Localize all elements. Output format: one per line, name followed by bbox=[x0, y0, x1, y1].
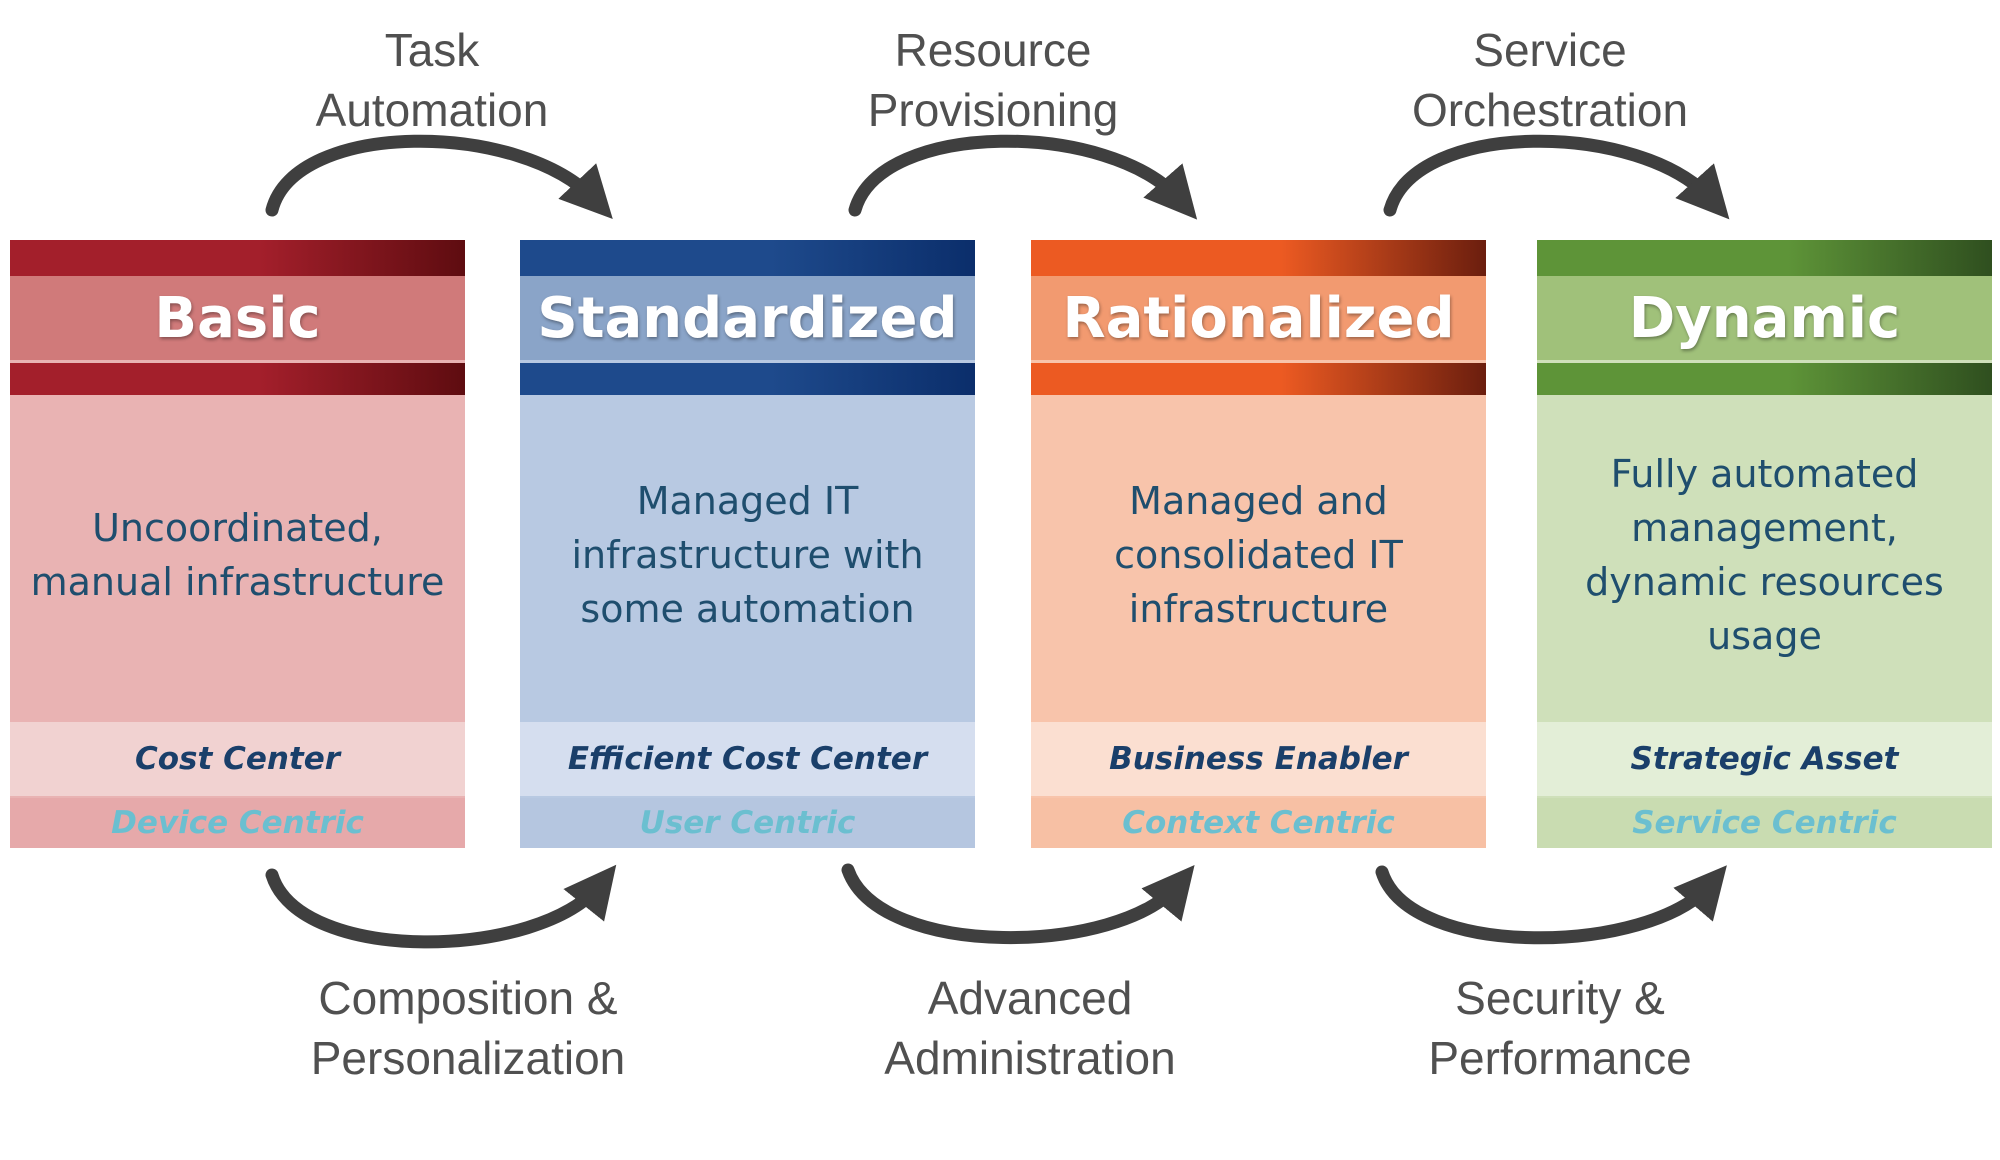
stage-centric: Service Centric bbox=[1537, 798, 1992, 848]
label-line: Security & bbox=[1455, 972, 1665, 1024]
stage-top-bar bbox=[1537, 240, 1992, 276]
stage-mid-bar bbox=[10, 363, 465, 395]
label-line: Resource bbox=[894, 24, 1092, 76]
label-line: Performance bbox=[1428, 1032, 1692, 1084]
label-line: Composition & bbox=[318, 972, 618, 1024]
stage-role: Strategic Asset bbox=[1537, 722, 1992, 796]
stage-description: Fully automated management, dynamic reso… bbox=[1537, 395, 1992, 715]
stage-title: Dynamic bbox=[1537, 276, 1992, 360]
stage-title: Basic bbox=[10, 276, 465, 360]
stage-role: Business Enabler bbox=[1031, 722, 1486, 796]
arrow-top-1 bbox=[265, 134, 613, 219]
label-line: Administration bbox=[884, 1032, 1176, 1084]
stage-centric: User Centric bbox=[520, 798, 975, 848]
transition-label-bottom-2: Advanced Administration bbox=[820, 968, 1240, 1088]
label-line: Provisioning bbox=[867, 84, 1119, 136]
label-line: Automation bbox=[315, 84, 549, 136]
stage-description: Managed IT infrastructure with some auto… bbox=[520, 395, 975, 715]
stage-top-bar bbox=[1031, 240, 1486, 276]
stage-basic: Basic Uncoordinated, manual infrastructu… bbox=[10, 240, 465, 848]
stage-centric: Device Centric bbox=[10, 798, 465, 848]
stage-role: Cost Center bbox=[10, 722, 465, 796]
stage-role: Efficient Cost Center bbox=[520, 722, 975, 796]
arrow-bottom-2 bbox=[841, 863, 1195, 945]
arrow-bottom-3 bbox=[1375, 865, 1727, 945]
stage-dynamic: Dynamic Fully automated management, dyna… bbox=[1537, 240, 1992, 848]
label-line: Personalization bbox=[310, 1032, 626, 1084]
transition-label-top-1: Task Automation bbox=[222, 20, 642, 140]
transition-label-top-3: Service Orchestration bbox=[1340, 20, 1760, 140]
stage-title: Rationalized bbox=[1031, 276, 1486, 360]
stage-standardized: Standardized Managed IT infrastructure w… bbox=[520, 240, 975, 848]
stage-description: Uncoordinated, manual infrastructure bbox=[10, 395, 465, 715]
stage-mid-bar bbox=[520, 363, 975, 395]
arrow-bottom-1 bbox=[265, 864, 617, 949]
stage-title: Standardized bbox=[520, 276, 975, 360]
transition-label-bottom-1: Composition & Personalization bbox=[258, 968, 678, 1088]
arrow-top-3 bbox=[1383, 134, 1730, 220]
label-line: Orchestration bbox=[1411, 84, 1689, 136]
label-line: Task bbox=[384, 24, 480, 76]
stage-top-bar bbox=[10, 240, 465, 276]
label-line: Service bbox=[1473, 24, 1627, 76]
stage-description: Managed and consolidated IT infrastructu… bbox=[1031, 395, 1486, 715]
transition-label-top-2: Resource Provisioning bbox=[783, 20, 1203, 140]
stage-mid-bar bbox=[1537, 363, 1992, 395]
stage-rationalized: Rationalized Managed and consolidated IT… bbox=[1031, 240, 1486, 848]
stage-top-bar bbox=[520, 240, 975, 276]
stage-mid-bar bbox=[1031, 363, 1486, 395]
stage-centric: Context Centric bbox=[1031, 798, 1486, 848]
label-line: Advanced bbox=[927, 972, 1133, 1024]
transition-label-bottom-3: Security & Performance bbox=[1350, 968, 1770, 1088]
arrow-top-2 bbox=[848, 134, 1198, 220]
